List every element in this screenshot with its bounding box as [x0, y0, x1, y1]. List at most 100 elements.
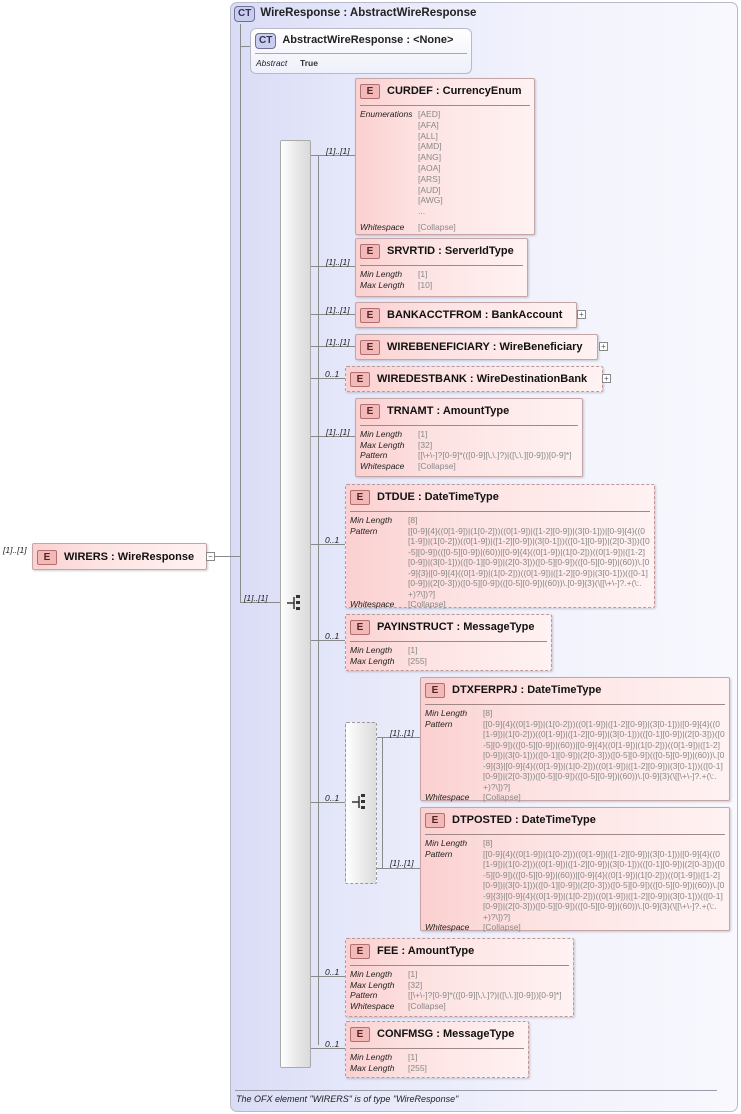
element-divider [425, 704, 725, 705]
property-value: [32] [418, 439, 433, 450]
connector [309, 314, 355, 315]
element-badge: E [425, 813, 445, 828]
property-value: [8] [483, 838, 493, 848]
connector [309, 802, 345, 803]
property-row: Max Length[32] [350, 980, 569, 991]
element-type: WireDestinationBank [476, 373, 588, 385]
element-name: PAYINSTRUCT [377, 621, 454, 633]
element-badge: E [350, 620, 370, 635]
property-value: [ANG] [418, 152, 442, 163]
property-row: Pattern[[\+\-]?[0-9]*(([0-9][\,\.]?)|([\… [350, 990, 569, 1001]
property-value: [Collapse] [483, 792, 521, 802]
property-key [360, 152, 418, 163]
element-multiplicity: 0..1 [325, 369, 340, 379]
element-name: BANKACCTFROM [387, 309, 482, 321]
property-row: Whitespace[Collapse] [425, 922, 725, 933]
property-value: [[0-9]{4}((0[1-9])|(1[0-2]))((0[1-9])|([… [408, 525, 650, 599]
property-value: [AED] [418, 109, 441, 119]
property-row: Max Length [32] [360, 440, 578, 451]
property-value: [AUD] [418, 184, 441, 195]
property-row: Max Length[10] [360, 280, 523, 291]
element-badge: E [425, 683, 445, 698]
property-row: Min Length[1] [360, 269, 523, 280]
property-key: Min Length [360, 429, 403, 439]
element-name: TRNAMT [387, 405, 434, 417]
property-row: [AOA] [360, 163, 530, 174]
element-name: DTXFERPRJ [452, 684, 518, 696]
element-properties: Min Length[8]Pattern[[0-9]{4}((0[1-9])|(… [350, 515, 650, 610]
property-row: Enumerations [AED] [360, 109, 530, 120]
property-row: Whitespace[Collapse] [425, 792, 725, 803]
property-key [360, 195, 418, 206]
root-element-name: WIRERS [64, 551, 108, 563]
property-value: [10] [418, 279, 433, 290]
property-value: [8] [483, 708, 493, 718]
property-row: Max Length[255] [350, 1063, 524, 1074]
element-multiplicity: [1]..[1] [326, 257, 350, 267]
property-row: [AMD] [360, 141, 530, 152]
property-value: [Collapse] [408, 599, 446, 609]
property-row: [ANG] [360, 152, 530, 163]
connector [309, 544, 345, 545]
property-value: [1] [408, 645, 418, 655]
property-row: Min Length[1] [350, 1052, 524, 1063]
expand-icon[interactable]: + [599, 342, 608, 351]
property-value: [Collapse] [418, 221, 456, 232]
property-key: Whitespace [360, 221, 405, 232]
property-key [360, 174, 418, 185]
collapse-icon[interactable]: − [206, 552, 215, 561]
property-value: ... [418, 206, 426, 217]
connector [240, 46, 250, 47]
element-properties: Min Length[1]Max Length[10] [360, 269, 523, 290]
element-multiplicity: [1]..[1] [390, 858, 414, 868]
connector [309, 976, 345, 977]
property-key: Max Length [360, 439, 405, 450]
expand-icon[interactable]: + [577, 310, 586, 319]
property-value: [8] [408, 515, 418, 525]
sequence-compositor[interactable] [280, 140, 311, 1068]
root-multiplicity: [1]..[1] [3, 545, 27, 555]
element-divider [360, 265, 523, 266]
property-row: Max Length[255] [350, 656, 547, 667]
element-properties: Min Length[1]Max Length[32]Pattern[[\+\-… [350, 969, 569, 1011]
property-row: Min Length [1] [350, 645, 547, 656]
property-key: Min Length [350, 645, 393, 655]
property-value: [[0-9]{4}((0[1-9])|(1[0-2]))((0[1-9])|([… [483, 718, 725, 792]
property-row: [AUD] [360, 185, 530, 196]
property-key: Pattern [350, 990, 378, 1000]
element-multiplicity: [1]..[1] [326, 337, 350, 347]
element-divider [360, 105, 530, 106]
property-row: Pattern[[0-9]{4}((0[1-9])|(1[0-2]))((0[1… [350, 526, 650, 600]
element-properties: Min Length[1]Max Length[32]Pattern[[\+\-… [360, 429, 578, 471]
property-key: Enumerations [360, 109, 413, 119]
property-key: Whitespace [350, 1000, 395, 1011]
expand-icon[interactable]: + [602, 374, 611, 383]
property-value: [AOA] [418, 162, 441, 173]
property-value: [1] [408, 1052, 418, 1062]
property-key: Max Length [350, 655, 395, 666]
element-name: WIREBENEFICIARY [387, 341, 490, 353]
element-badge: E [360, 84, 380, 99]
connector [318, 155, 319, 1045]
property-row: Pattern[[\+\-]?[0-9]*(([0-9][\,\.]?)|([\… [360, 450, 578, 461]
abstract-type-divider [255, 53, 467, 54]
